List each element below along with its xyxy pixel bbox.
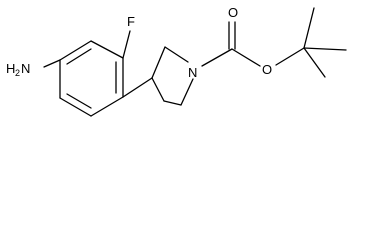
bond-pyr-c4-c3 [151, 77, 165, 102]
amine-hydrogen-count: 2 [15, 68, 20, 78]
bond-tbu-methyl-up [303, 7, 315, 49]
bond-ring-double-a [66, 48, 92, 65]
bond-n-carbonyl-c [201, 48, 233, 67]
bond-ring-to-pyrrolidine [122, 77, 153, 98]
bond-tbu-methyl-right [303, 47, 347, 51]
pyrrolidine-ring [151, 46, 194, 106]
amine-label: H 2 N [6, 61, 30, 78]
carbonyl-oxygen-label: O [228, 5, 238, 20]
amine-hydrogen-label: H [6, 61, 15, 76]
bond-ring-c2-c3 [90, 40, 124, 59]
bond-ring-c1-c2 [59, 40, 92, 61]
benzene-ring [59, 40, 124, 117]
amine-nitrogen-label: N [21, 61, 30, 76]
bond-pyr-c5-c4 [163, 100, 182, 106]
bond-c-f [122, 30, 131, 59]
bond-c-n-amine [43, 59, 61, 68]
molecule-svg: H 2 N F N O O [6, 5, 347, 117]
bond-pyr-c2-n [164, 46, 189, 63]
ester-oxygen-label: O [262, 62, 272, 77]
structure-diagram: H 2 N F N O O [6, 5, 347, 117]
bond-ring-c5-c6 [59, 97, 92, 117]
bond-pyr-n-c5 [180, 78, 194, 106]
bond-carbonyl-c-o [231, 48, 261, 67]
fluorine-label: F [127, 14, 135, 29]
bond-o-quaternary-c [275, 47, 305, 66]
bond-ring-c4-c5 [90, 96, 124, 117]
bond-ring-double-c [66, 93, 92, 109]
bond-pyr-c3-c2 [151, 46, 166, 79]
pyrrolidine-nitrogen-label: N [188, 65, 197, 80]
bond-tbu-methyl-down [303, 47, 326, 78]
